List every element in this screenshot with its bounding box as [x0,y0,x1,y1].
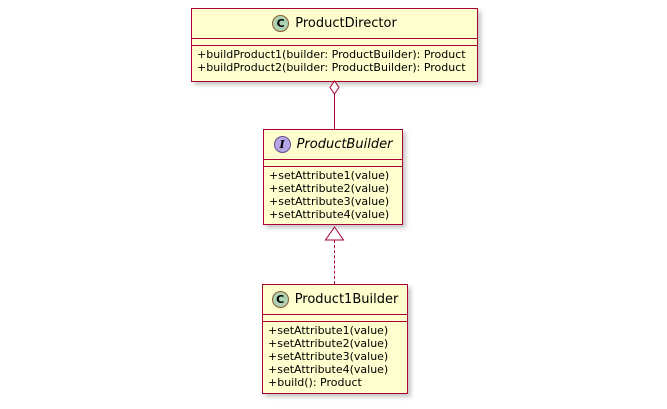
attributes-compartment-product1-builder [263,315,407,322]
methods-compartment-product-director: +buildProduct1(builder: ProductBuilder):… [192,46,477,76]
class-node-product1-builder[interactable]: C Product1Builder +setAttribute1(value) … [262,284,408,394]
method-row: +buildProduct1(builder: ProductBuilder):… [197,48,466,61]
method-row: +build(): Product [268,376,362,389]
class-title-product1-builder: Product1Builder [294,292,399,307]
hollow-diamond-icon [329,80,340,95]
aggregation-connector-line [334,88,335,129]
method-row: +setAttribute4(value) [269,208,390,221]
method-row: +buildProduct2(builder: ProductBuilder):… [197,61,466,74]
methods-compartment-product-builder: +setAttribute1(value) +setAttribute2(val… [264,167,402,223]
method-row: +setAttribute2(value) [269,182,390,195]
class-circle-icon: C [271,291,289,308]
class-header-product-builder: I ProductBuilder [264,130,402,160]
method-row: +setAttribute3(value) [268,350,389,363]
method-row: +setAttribute1(value) [268,324,389,337]
class-node-product-director[interactable]: C ProductDirector +buildProduct1(builder… [191,8,478,82]
class-title-product-director: ProductDirector [295,16,397,31]
interface-circle-icon: I [273,136,291,153]
interface-node-product-builder[interactable]: I ProductBuilder +setAttribute1(value) +… [263,129,403,225]
class-header-product-director: C ProductDirector [192,9,477,39]
hollow-triangle-icon [324,226,345,241]
class-circle-icon: C [272,15,290,32]
class-header-product1-builder: C Product1Builder [263,285,407,315]
method-row: +setAttribute4(value) [268,363,389,376]
method-row: +setAttribute2(value) [268,337,389,350]
attributes-compartment-product-director [192,39,477,46]
method-row: +setAttribute1(value) [269,169,390,182]
realization-connector-line [334,240,335,284]
class-title-product-builder: ProductBuilder [296,137,393,152]
attributes-compartment-product-builder [264,160,402,167]
method-row: +setAttribute3(value) [269,195,390,208]
methods-compartment-product1-builder: +setAttribute1(value) +setAttribute2(val… [263,322,407,391]
